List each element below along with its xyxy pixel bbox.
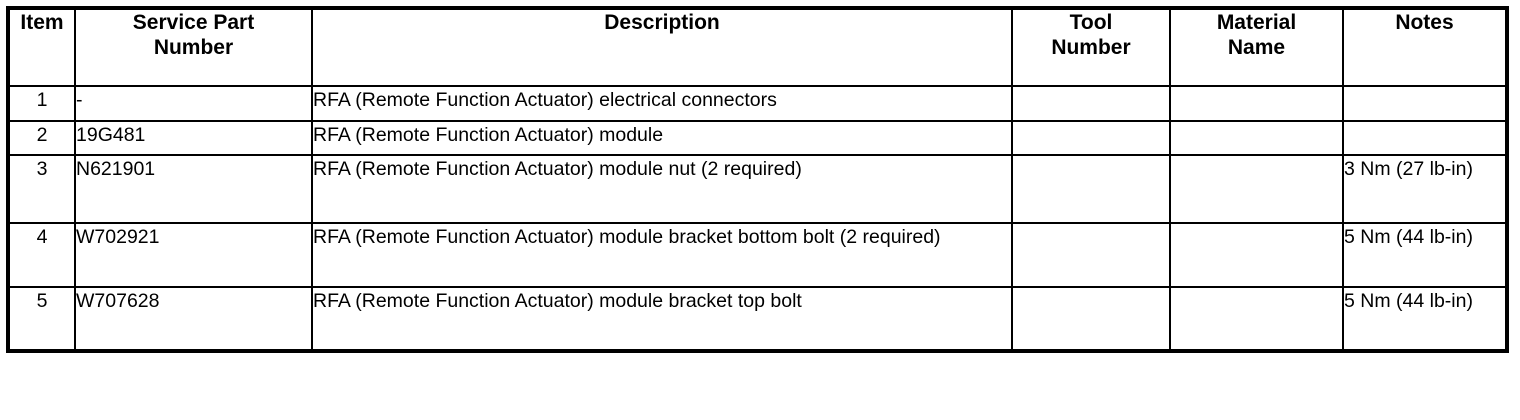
cell-description-text: RFA (Remote Function Actuator) module xyxy=(313,124,664,146)
table-header: Item Service Part Number Description Too… xyxy=(7,7,1508,87)
cell-notes-text: 5 Nm (44 lb-in) xyxy=(1344,226,1473,248)
cell-description-text: RFA (Remote Function Actuator) module nu… xyxy=(313,158,802,180)
cell-tool-number xyxy=(1011,222,1171,288)
cell-item: 5 xyxy=(7,286,76,352)
cell-material-name xyxy=(1169,85,1344,122)
table-body: 1 - RFA (Remote Function Actuator) elect… xyxy=(7,85,1508,352)
cell-notes xyxy=(1342,120,1508,156)
column-header-service-part-number-line1: Service Part xyxy=(132,11,255,34)
table-row: 1 - RFA (Remote Function Actuator) elect… xyxy=(7,85,1508,122)
cell-notes: 5 Nm (44 lb-in) xyxy=(1342,286,1508,352)
cell-description: RFA (Remote Function Actuator) module br… xyxy=(311,286,1013,352)
column-header-material-name-line2: Name xyxy=(1227,36,1286,59)
column-header-item: Item xyxy=(7,7,76,87)
column-header-tool-number-line2: Number xyxy=(1051,36,1131,59)
cell-notes-text: 3 Nm (27 lb-in) xyxy=(1344,158,1473,180)
cell-description: RFA (Remote Function Actuator) module br… xyxy=(311,222,1013,288)
column-header-description-label: Description xyxy=(604,11,720,34)
cell-service-part-number: W707628 xyxy=(74,286,313,352)
table-row: 3 N621901 RFA (Remote Function Actuator)… xyxy=(7,154,1508,224)
cell-description: RFA (Remote Function Actuator) electrica… xyxy=(311,85,1013,122)
cell-item: 4 xyxy=(7,222,76,288)
cell-description-text: RFA (Remote Function Actuator) module br… xyxy=(313,290,802,312)
column-header-notes-label: Notes xyxy=(1395,11,1454,34)
cell-item: 2 xyxy=(7,120,76,156)
column-header-service-part-number-line2: Number xyxy=(153,36,234,59)
column-header-material-name: Material Name xyxy=(1169,7,1344,87)
cell-item: 3 xyxy=(7,154,76,224)
column-header-tool-number-line1: Tool xyxy=(1069,11,1113,34)
column-header-tool-number: Tool Number xyxy=(1011,7,1171,87)
column-header-service-part-number: Service Part Number xyxy=(74,7,313,87)
cell-material-name xyxy=(1169,120,1344,156)
table-row: 5 W707628 RFA (Remote Function Actuator)… xyxy=(7,286,1508,352)
cell-service-part-number: N621901 xyxy=(74,154,313,224)
cell-description-text: RFA (Remote Function Actuator) electrica… xyxy=(313,89,777,111)
cell-service-part-number: - xyxy=(74,85,313,122)
cell-tool-number xyxy=(1011,154,1171,224)
cell-item: 1 xyxy=(7,85,76,122)
cell-material-name xyxy=(1169,154,1344,224)
column-header-material-name-line1: Material xyxy=(1216,11,1297,34)
cell-tool-number xyxy=(1011,286,1171,352)
cell-service-part-number: W702921 xyxy=(74,222,313,288)
cell-notes xyxy=(1342,85,1508,122)
header-row: Item Service Part Number Description Too… xyxy=(7,7,1508,87)
cell-material-name xyxy=(1169,222,1344,288)
cell-notes: 5 Nm (44 lb-in) xyxy=(1342,222,1508,288)
cell-tool-number xyxy=(1011,85,1171,122)
cell-description: RFA (Remote Function Actuator) module nu… xyxy=(311,154,1013,224)
cell-tool-number xyxy=(1011,120,1171,156)
cell-material-name xyxy=(1169,286,1344,352)
cell-description-text: RFA (Remote Function Actuator) module br… xyxy=(313,226,941,248)
service-parts-table: Item Service Part Number Description Too… xyxy=(6,6,1509,353)
column-header-description: Description xyxy=(311,7,1013,87)
column-header-notes: Notes xyxy=(1342,7,1508,87)
cell-notes-text: 5 Nm (44 lb-in) xyxy=(1344,290,1473,312)
cell-service-part-number: 19G481 xyxy=(74,120,313,156)
cell-notes: 3 Nm (27 lb-in) xyxy=(1342,154,1508,224)
table-row: 4 W702921 RFA (Remote Function Actuator)… xyxy=(7,222,1508,288)
table-row: 2 19G481 RFA (Remote Function Actuator) … xyxy=(7,120,1508,156)
cell-description: RFA (Remote Function Actuator) module xyxy=(311,120,1013,156)
column-header-item-label: Item xyxy=(20,11,64,34)
